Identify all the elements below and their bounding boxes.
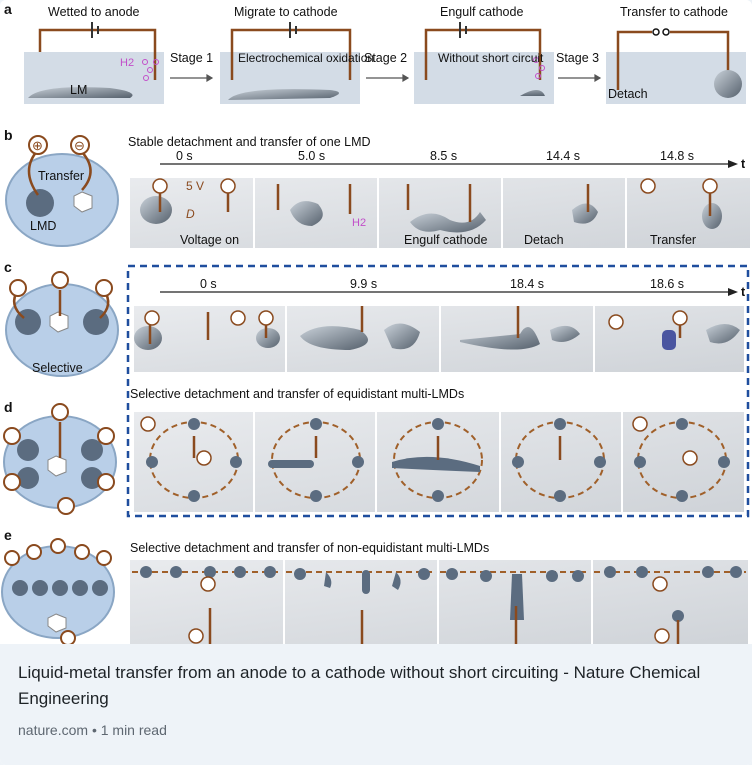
panel-c-schematic: [5, 271, 119, 377]
c-time-2: 18.4 s: [510, 277, 544, 291]
panel-e-schematic: [1, 538, 115, 646]
selective-label: Selective: [32, 361, 83, 375]
engulf-label: Engulf cathode: [404, 233, 487, 247]
article-figure[interactable]: a Wetted to anode LM H2 Migrate to catho…: [0, 0, 752, 646]
c-time-0: 0 s: [200, 277, 217, 291]
panel-a-label: a: [4, 1, 12, 17]
b-time-3: 14.4 s: [546, 149, 580, 163]
read-time: 1 min read: [100, 722, 167, 738]
plus-symbol: ⊕: [32, 138, 43, 153]
b-h2-label: H2: [352, 217, 366, 229]
stage-1-caption: Wetted to anode: [48, 5, 140, 19]
stage-4-inner: Detach: [608, 87, 648, 101]
lmd-label: LMD: [30, 219, 56, 233]
b-time-1: 5.0 s: [298, 149, 325, 163]
detach-label: Detach: [524, 233, 564, 247]
stage-4-box: [606, 28, 746, 104]
panel-c-t: t: [741, 285, 746, 299]
c-time-3: 18.6 s: [650, 277, 684, 291]
stage-1-inner: LM: [70, 83, 87, 97]
panel-e-photos: [130, 560, 748, 644]
panel-b-schematic: [5, 135, 119, 247]
transfer-photo-label: Transfer: [650, 233, 696, 247]
voltage-on-label: Voltage on: [180, 233, 239, 247]
stage-arrows: [170, 73, 602, 83]
panel-d-photos: [134, 412, 744, 512]
b-time-2: 8.5 s: [430, 149, 457, 163]
panel-b-t: t: [741, 157, 746, 171]
article-title[interactable]: Liquid-metal transfer from an anode to a…: [18, 663, 701, 708]
stage-2-inner: Electrochemical oxidation: [238, 51, 374, 65]
voltage-label: 5 V: [186, 179, 204, 193]
panel-d-schematic: [3, 403, 117, 515]
h2-label: H2: [120, 57, 134, 69]
panel-b-label: b: [4, 127, 13, 143]
article-source-line: nature.com • 1 min read: [18, 722, 167, 738]
stage-2-box: [220, 22, 360, 104]
minus-symbol: ⊖: [74, 138, 85, 153]
stage-4-caption: Transfer to cathode: [620, 5, 728, 19]
panel-b-photos: [130, 178, 750, 248]
panel-c-photos: [134, 306, 744, 372]
stage-3-box: [414, 22, 554, 104]
c-time-1: 9.9 s: [350, 277, 377, 291]
distance-label: D: [186, 207, 195, 221]
figure-image: a Wetted to anode LM H2 Migrate to catho…: [1, 1, 750, 646]
panel-b-title: Stable detachment and transfer of one LM…: [128, 135, 371, 149]
transfer-label: Transfer: [38, 169, 84, 183]
article-source: nature.com: [18, 722, 89, 738]
stage-arrow-3: Stage 3: [556, 51, 599, 65]
stage-arrow-2: Stage 2: [364, 51, 407, 65]
stage-3-caption: Engulf cathode: [440, 5, 523, 19]
panel-e-title: Selective detachment and transfer of non…: [130, 541, 489, 555]
panel-d-label: d: [4, 399, 13, 415]
separator-dot: •: [91, 722, 101, 738]
panel-e-label: e: [4, 527, 12, 543]
stage-1-box: [24, 22, 164, 104]
panel-d-title: Selective detachment and transfer of equ…: [130, 387, 464, 401]
stage-3-inner: Without short circuit: [438, 51, 544, 65]
article-meta[interactable]: Liquid-metal transfer from an anode to a…: [0, 644, 752, 765]
panel-c-label: c: [4, 259, 12, 275]
b-time-4: 14.8 s: [660, 149, 694, 163]
selection-dashed-box: [126, 264, 750, 518]
b-time-0: 0 s: [176, 149, 193, 163]
stage-2-caption: Migrate to cathode: [234, 5, 338, 19]
stage-arrow-1: Stage 1: [170, 51, 213, 65]
